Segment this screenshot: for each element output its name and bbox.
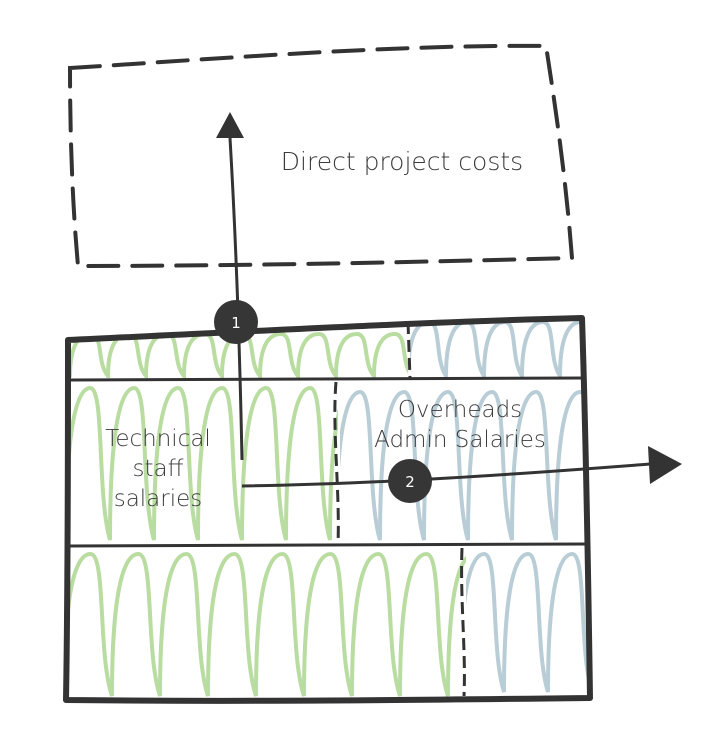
arrow-right-line bbox=[241, 462, 651, 488]
direct-costs-box bbox=[67, 43, 575, 269]
overheads-label: Overheads Admin Salaries bbox=[374, 397, 546, 453]
grid-border bbox=[63, 315, 593, 704]
arrow-up-head bbox=[216, 112, 244, 138]
step-marker-1-label: 1 bbox=[231, 314, 241, 332]
technical-label-line-2: staff bbox=[133, 456, 184, 482]
hatch-overheads-mid bbox=[340, 389, 586, 542]
technical-label-line-3: salaries bbox=[114, 486, 203, 512]
col-divider-top bbox=[406, 321, 412, 379]
step-marker-2: 2 bbox=[388, 459, 432, 503]
step-marker-2-label: 2 bbox=[405, 473, 415, 491]
overheads-label-line-1: Overheads bbox=[398, 397, 522, 423]
arrow-right-head bbox=[648, 446, 682, 484]
hatch-technical-top bbox=[70, 331, 408, 378]
step-marker-1: 1 bbox=[214, 300, 258, 344]
row-divider-2 bbox=[67, 542, 589, 548]
row-divider-1 bbox=[69, 376, 587, 382]
technical-salaries-label: Technical staff salaries bbox=[105, 426, 211, 512]
overheads-label-line-2: Admin Salaries bbox=[374, 427, 546, 453]
hatch-technical-mid bbox=[70, 385, 338, 542]
col-divider-mid bbox=[333, 381, 340, 545]
col-divider-bottom bbox=[460, 547, 466, 697]
hatch-technical-bottom bbox=[68, 551, 466, 698]
direct-costs-label: Direct project costs bbox=[281, 147, 523, 176]
hatch-overheads-top bbox=[410, 319, 590, 378]
hatching bbox=[68, 319, 590, 698]
technical-label-line-1: Technical bbox=[105, 426, 211, 452]
hatch-overheads-bottom bbox=[466, 551, 590, 694]
arrow-up-line bbox=[228, 137, 244, 461]
